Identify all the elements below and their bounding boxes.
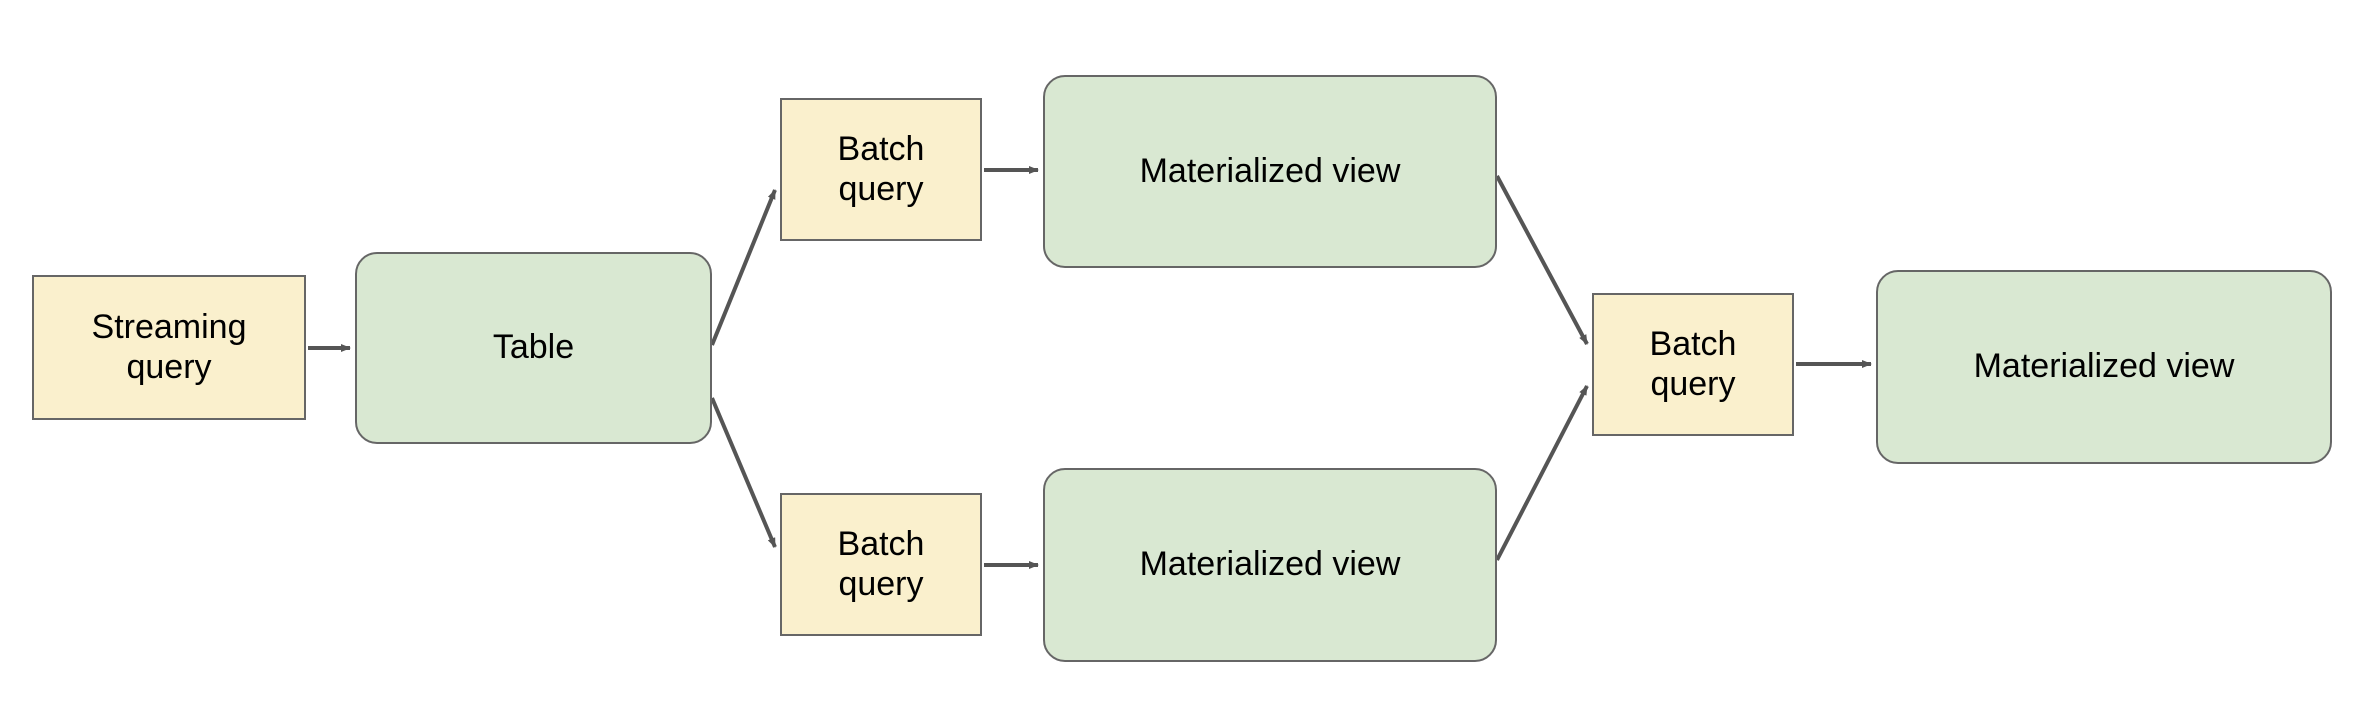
node-materialized-view-final[interactable]: Materialized view (1876, 270, 2332, 464)
node-label-table: Table (492, 328, 575, 367)
node-materialized-view-top[interactable]: Materialized view (1043, 75, 1497, 268)
node-label-materialized-view-final: Materialized view (1973, 347, 2235, 386)
edge-table-to-batch-query-bottom (710, 397, 777, 548)
node-label-materialized-view-top: Materialized view (1139, 151, 1401, 190)
edge-materialized-view-top-to-batch-query-join (1495, 175, 1589, 345)
edge-materialized-view-bottom-to-batch-query-join (1495, 385, 1589, 561)
node-batch-query-join[interactable]: Batch query (1592, 293, 1794, 436)
node-table[interactable]: Table (355, 252, 712, 444)
node-streaming-query[interactable]: Streaming query (32, 275, 306, 420)
node-label-streaming-query: Streaming query (91, 308, 247, 386)
node-label-batch-query-join: Batch query (1649, 325, 1737, 403)
node-materialized-view-bottom[interactable]: Materialized view (1043, 468, 1497, 662)
node-label-batch-query-bottom: Batch query (837, 525, 925, 603)
node-label-materialized-view-bottom: Materialized view (1139, 545, 1401, 584)
node-batch-query-bottom[interactable]: Batch query (780, 493, 982, 636)
node-label-batch-query-top: Batch query (837, 130, 925, 208)
node-batch-query-top[interactable]: Batch query (780, 98, 982, 241)
edge-table-to-batch-query-top (710, 189, 777, 346)
